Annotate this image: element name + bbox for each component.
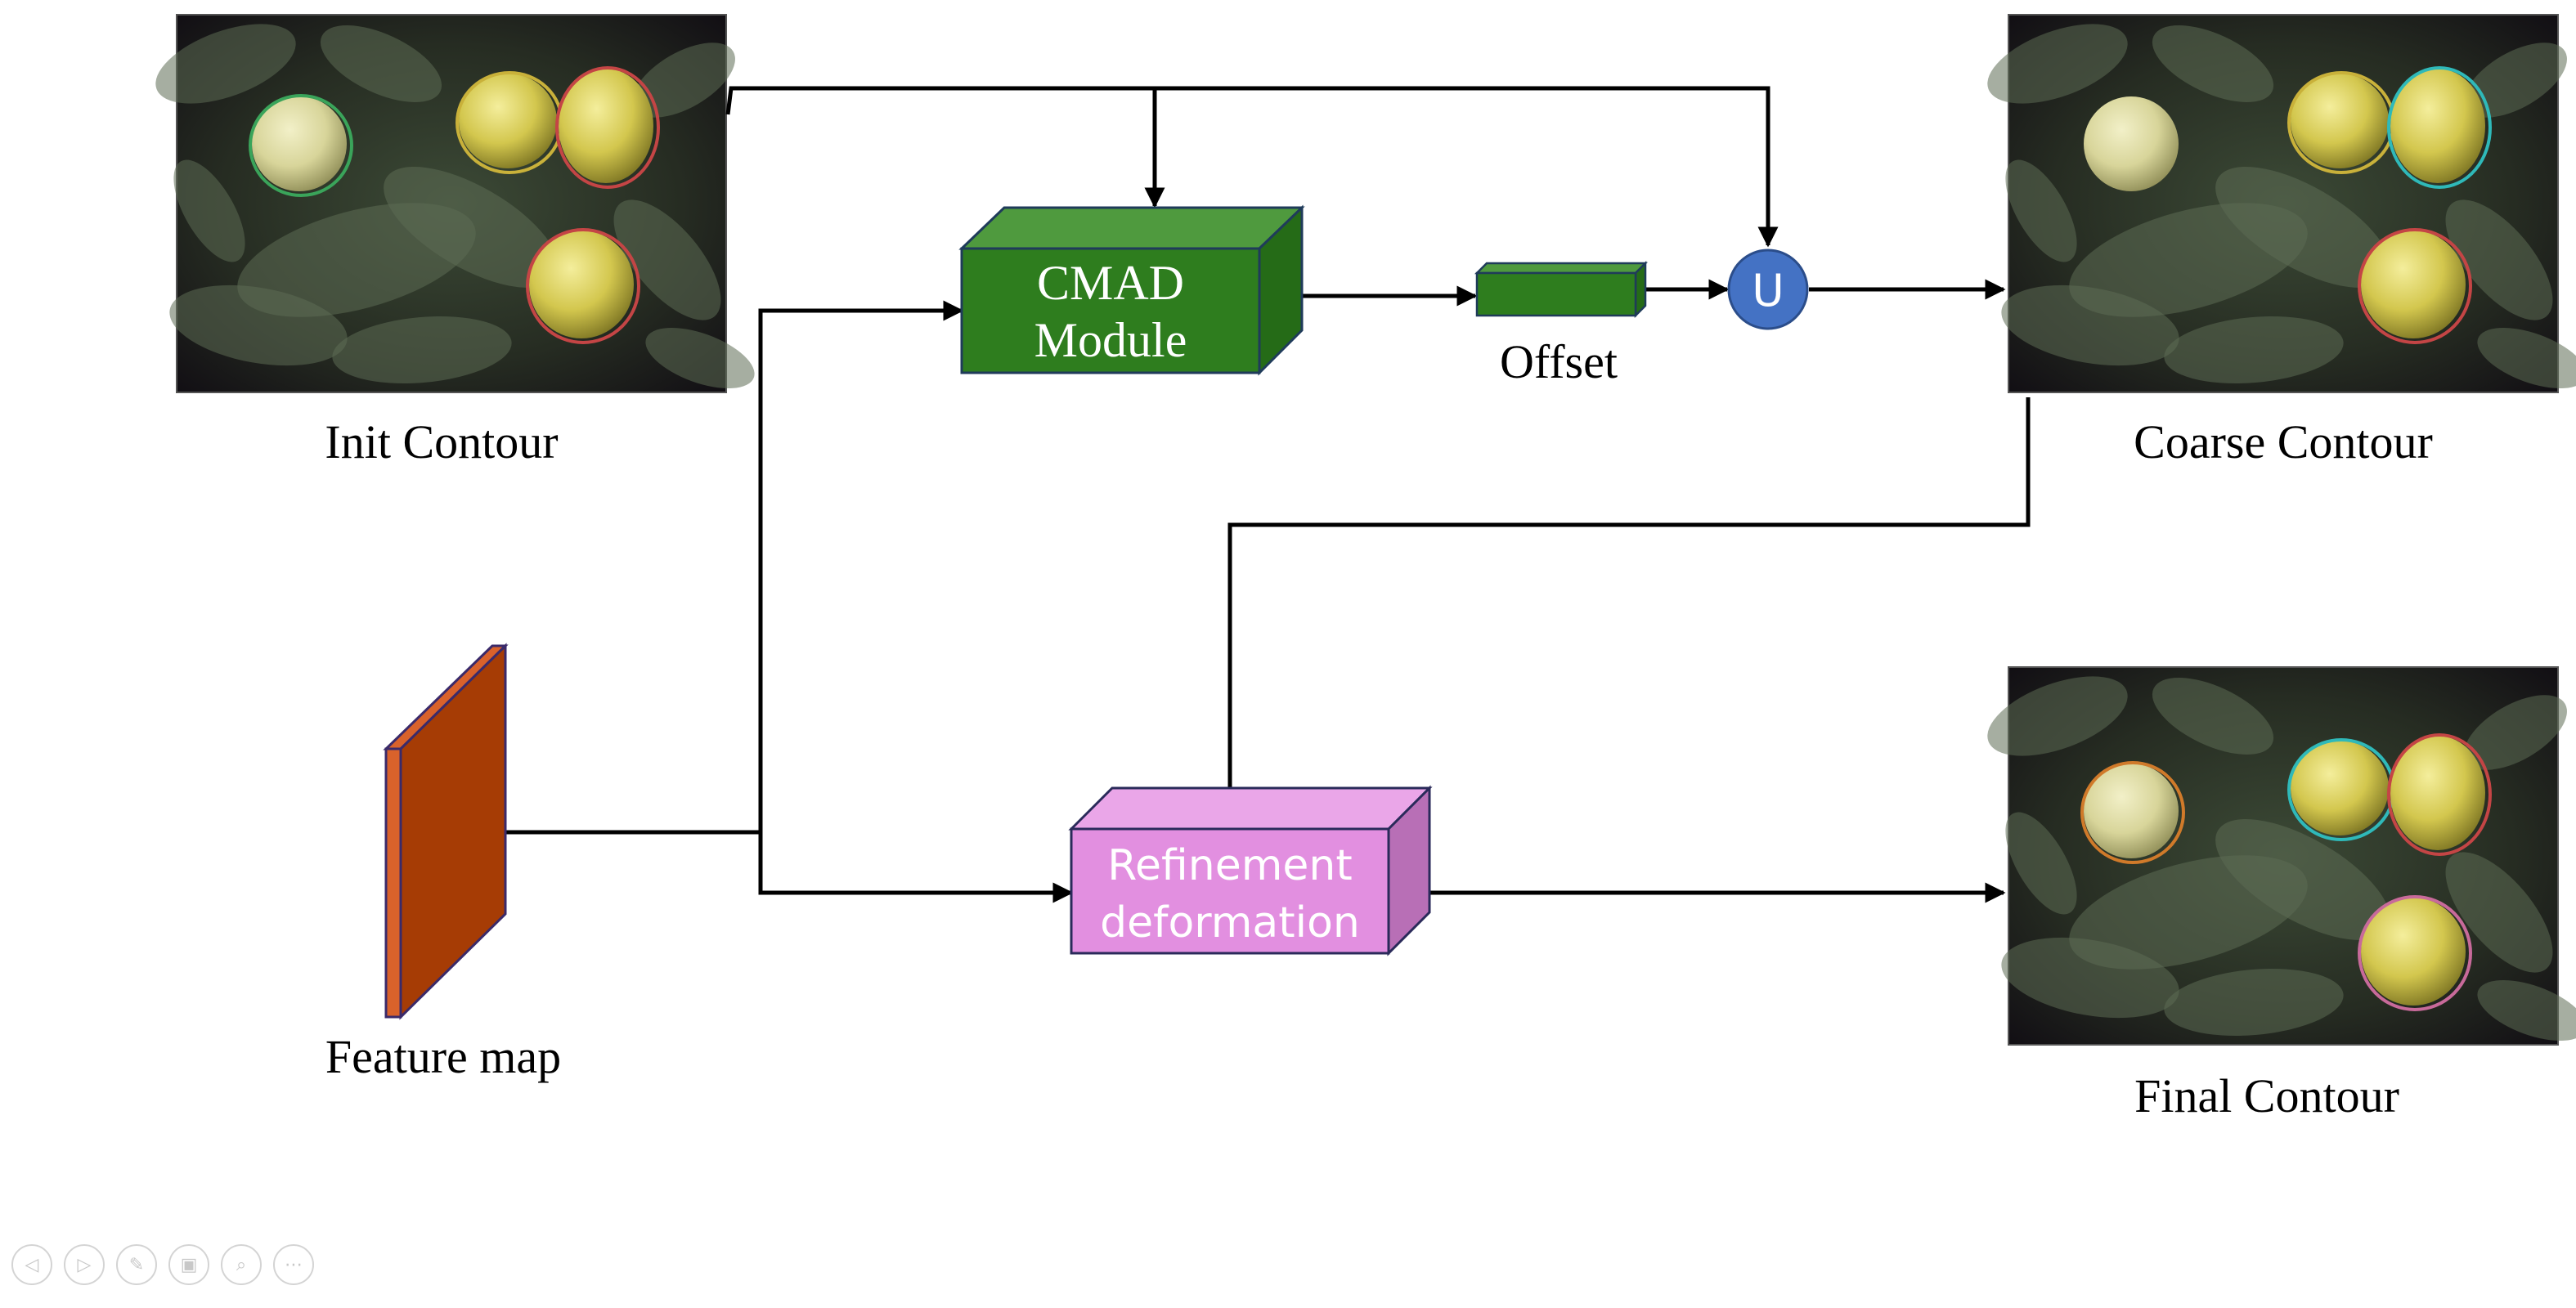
leaf (2445, 852, 2553, 973)
edge-feature-to-cmad (455, 300, 964, 835)
apple-contour (526, 228, 640, 344)
final-contour-label: Final Contour (2134, 1069, 2399, 1122)
coarse-contour-image (1987, 14, 2576, 393)
leaf (2464, 695, 2567, 770)
leaf (2005, 159, 2077, 262)
prev-slide-icon[interactable]: ◁ (11, 1244, 52, 1285)
zoom-icon[interactable]: ⌕ (221, 1244, 262, 1285)
apple (529, 231, 634, 338)
leaf (2001, 284, 2179, 366)
apple-contour (555, 66, 660, 189)
apple-contour (2387, 733, 2492, 856)
cmad-label-line1: CMAD (1037, 256, 1184, 310)
leaf (2164, 969, 2344, 1036)
apple-contour (2358, 895, 2472, 1011)
apple-contour (2080, 761, 2185, 864)
edge-coarse-to-refine (1219, 397, 2031, 830)
pen-icon[interactable]: ✎ (116, 1244, 157, 1285)
leaf (384, 167, 559, 288)
union-node: U (1727, 249, 1809, 330)
edge-feature-to-refine (758, 832, 1074, 903)
leaf (2215, 167, 2390, 288)
offset-label: Offset (1500, 335, 1618, 388)
refinement-deformation-box: Refinement deformation (1068, 785, 1433, 956)
leaf (2152, 678, 2274, 755)
leaf (2005, 812, 2077, 915)
leaf (169, 284, 348, 366)
leaf (2164, 316, 2344, 383)
leaf (320, 25, 442, 102)
apple (559, 69, 653, 183)
apple (2084, 764, 2179, 858)
init-contour-image (155, 14, 755, 393)
leaf (332, 316, 512, 383)
edge-init-to-union (725, 86, 1779, 248)
leaf (2477, 328, 2576, 388)
refine-label-line1: Refinement (1107, 841, 1352, 890)
apple (2361, 231, 2466, 338)
leaf (2215, 819, 2390, 940)
offset-box (1474, 260, 1649, 319)
coarse-contour-label: Coarse Contour (2134, 415, 2433, 468)
feature-map-label: Feature map (325, 1030, 561, 1083)
apple (2291, 741, 2389, 835)
leaf (2445, 199, 2553, 320)
slides-icon[interactable]: ▣ (168, 1244, 209, 1285)
leaf (2001, 937, 2179, 1019)
leaf (155, 24, 296, 104)
apple-contour (249, 94, 353, 197)
apple-contour (2387, 66, 2492, 189)
leaf (632, 43, 735, 118)
refine-label-line2: deformation (1100, 898, 1360, 947)
feature-map-slab (383, 643, 509, 1020)
apple (2361, 898, 2466, 1006)
leaf (2477, 980, 2576, 1041)
more-icon[interactable]: ⋯ (273, 1244, 314, 1285)
leaf (613, 199, 721, 320)
final-contour-image (1987, 666, 2576, 1046)
apple (252, 96, 347, 191)
apple-contour (2358, 228, 2472, 344)
apple (459, 74, 557, 168)
apple (2390, 69, 2485, 183)
edges (455, 86, 2031, 903)
leaf (173, 159, 245, 262)
leaf (2464, 43, 2567, 118)
slideshow-toolbar: ◁ ▷ ✎ ▣ ⌕ ⋯ (11, 1244, 314, 1285)
leaf (1987, 676, 2128, 756)
leaf (1987, 24, 2128, 104)
apple (2084, 96, 2179, 191)
cmad-label-line2: Module (1034, 313, 1187, 367)
leaf (2152, 25, 2274, 102)
next-slide-icon[interactable]: ▷ (64, 1244, 105, 1285)
union-symbol: U (1752, 265, 1784, 316)
leaf (645, 328, 755, 388)
init-contour-label: Init Contour (325, 415, 558, 468)
apple (2390, 736, 2485, 850)
cmad-module-box: CMAD Module (958, 204, 1305, 376)
apple (2291, 74, 2389, 168)
